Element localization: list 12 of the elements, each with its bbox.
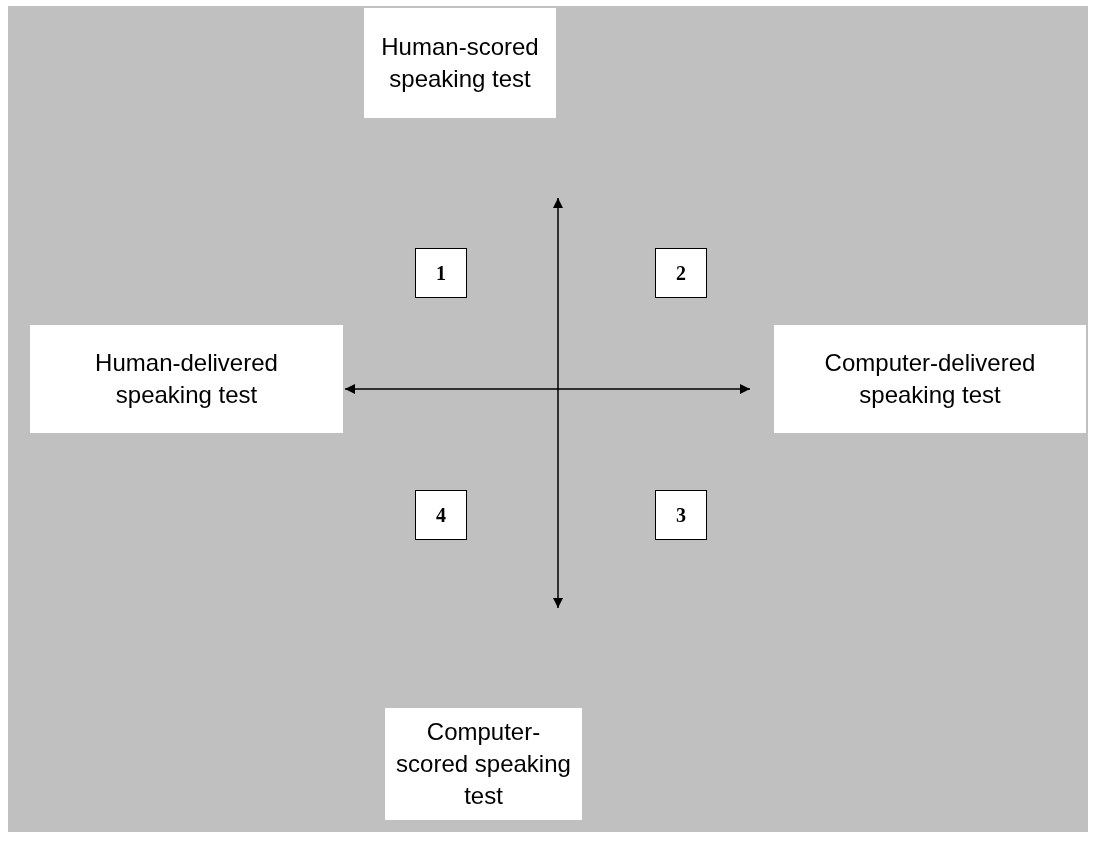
category-label: Human-scored speaking test [380, 32, 540, 94]
quadrant-number: 4 [415, 490, 467, 540]
category-box [774, 325, 1086, 433]
category-label: Computer-delivered speaking test [823, 348, 1037, 410]
quadrant-number: 1 [415, 248, 467, 298]
quadrant-number: 2 [655, 248, 707, 298]
category-label: Computer-scored speaking test [395, 717, 572, 811]
category-label: Human-delivered speaking test [94, 348, 279, 410]
category-box [30, 325, 343, 433]
quadrant-number: 3 [655, 490, 707, 540]
category-box [364, 8, 556, 118]
category-box [385, 708, 582, 820]
